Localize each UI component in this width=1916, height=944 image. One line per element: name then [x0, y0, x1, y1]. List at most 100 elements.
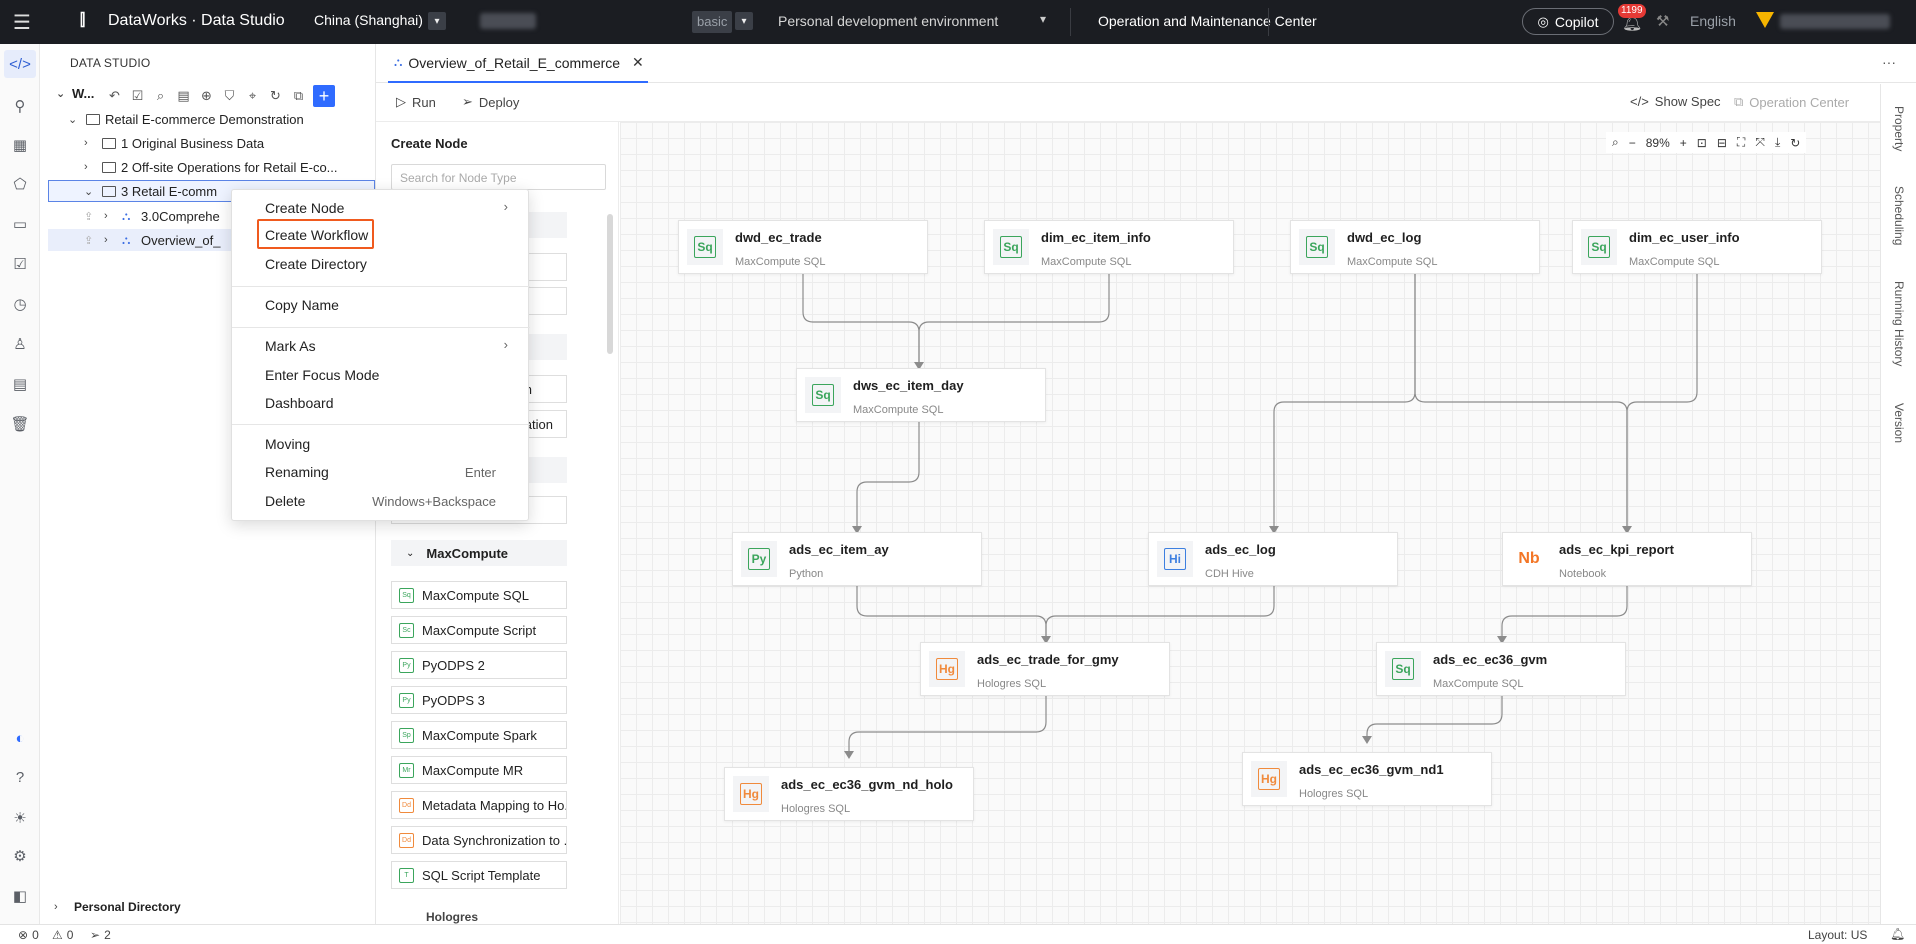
- warning-status[interactable]: ⚠0: [52, 928, 73, 942]
- workflow-node[interactable]: Py ads_ec_item_ay Python: [732, 532, 982, 586]
- menu-item-create-node[interactable]: Create Node: [265, 200, 345, 216]
- workflow-node[interactable]: Nb ads_ec_kpi_report Notebook: [1502, 532, 1752, 586]
- document-search-icon[interactable]: ▤: [177, 88, 190, 103]
- region-dropdown-icon[interactable]: ▾: [428, 12, 446, 30]
- tag-icon[interactable]: ⌖: [248, 88, 257, 103]
- personal-directory[interactable]: › Personal Directory: [54, 900, 181, 914]
- workflow-node[interactable]: Hg ads_ec_ec36_gvm_nd_holo Hologres SQL: [724, 767, 974, 821]
- workflow-node[interactable]: Sq dws_ec_item_day MaxCompute SQL: [796, 368, 1046, 422]
- menu-item-moving[interactable]: Moving: [265, 436, 311, 452]
- component-icon[interactable]: ⬠: [13, 176, 27, 193]
- check-list-icon[interactable]: ☑: [131, 88, 144, 103]
- workflow-node[interactable]: Hg ads_ec_trade_for_gmy Hologres SQL: [920, 642, 1170, 696]
- environment-dropdown-icon[interactable]: ▾: [1040, 12, 1047, 26]
- chevron-right-icon[interactable]: ›: [104, 234, 108, 246]
- fullscreen-icon[interactable]: ⛶: [1736, 135, 1746, 149]
- show-spec-button[interactable]: </> Show Spec: [1630, 94, 1721, 109]
- node-type-search-input[interactable]: Search for Node Type: [391, 164, 606, 190]
- menu-item-create-workflow[interactable]: Create Workflow: [265, 227, 369, 243]
- menu-item-delete[interactable]: Delete: [265, 493, 306, 509]
- search-icon[interactable]: ⌕: [1612, 135, 1619, 149]
- fit-view-icon[interactable]: ⊟: [1716, 135, 1727, 150]
- mode-dropdown-icon[interactable]: ▾: [735, 12, 753, 30]
- auto-layout-icon[interactable]: ⤧: [1755, 135, 1765, 149]
- task-check-icon[interactable]: ☑: [13, 256, 27, 273]
- menu-item-renaming[interactable]: Renaming: [265, 464, 329, 480]
- workflow-node[interactable]: Sq ads_ec_ec36_gvm MaxCompute SQL: [1376, 642, 1626, 696]
- language-selector[interactable]: English: [1690, 13, 1736, 29]
- chevron-down-icon[interactable]: ⌄: [84, 185, 94, 198]
- workspace-name-redacted[interactable]: [480, 13, 536, 29]
- download-icon[interactable]: ⤓: [1774, 135, 1781, 149]
- tree-item-comprehensive-workflow[interactable]: ⇪ › ⛬ 3.0Comprehe: [84, 205, 220, 227]
- palette-item-maxcompute-mr[interactable]: Mr MaxCompute MR: [391, 756, 567, 784]
- zoom-in-icon[interactable]: +: [1679, 135, 1687, 150]
- workflow-node[interactable]: Hg ads_ec_ec36_gvm_nd1 Hologres SQL: [1242, 752, 1492, 806]
- chevron-right-icon[interactable]: ›: [104, 210, 108, 222]
- workflow-node[interactable]: Sq dwd_ec_trade MaxCompute SQL: [678, 220, 928, 274]
- chevron-down-icon[interactable]: ⌄: [68, 113, 78, 126]
- tree-item-overview-workflow[interactable]: ⇪ › ⛬ Overview_of_: [84, 229, 220, 251]
- menu-item-create-directory[interactable]: Create Directory: [265, 256, 367, 272]
- notification-bell-icon[interactable]: 🔔︎: [1622, 15, 1643, 32]
- keyboard-layout[interactable]: Layout: US: [1808, 928, 1868, 942]
- menu-icon[interactable]: ☰: [13, 11, 31, 34]
- undo-icon[interactable]: ↶: [109, 88, 120, 103]
- workflow-node[interactable]: Sq dwd_ec_log MaxCompute SQL: [1290, 220, 1540, 274]
- palette-item-maxcompute-sql[interactable]: Sq MaxCompute SQL: [391, 581, 567, 609]
- collapse-panel-icon[interactable]: ◧: [12, 888, 28, 905]
- chevron-right-icon[interactable]: ›: [54, 901, 58, 913]
- locate-icon[interactable]: ⊕: [201, 88, 212, 103]
- add-icon[interactable]: +: [313, 85, 335, 107]
- user-account-redacted[interactable]: [1780, 14, 1890, 29]
- data-development-icon[interactable]: </>: [4, 50, 36, 78]
- palette-group-maxcompute[interactable]: ⌄ MaxCompute: [391, 540, 567, 566]
- tab-property[interactable]: Property: [1892, 106, 1906, 152]
- data-map-icon[interactable]: ⚲: [14, 98, 26, 115]
- refresh-icon[interactable]: ↻: [270, 88, 281, 103]
- workflow-node[interactable]: Sq dim_ec_user_info MaxCompute SQL: [1572, 220, 1822, 274]
- menu-item-dashboard[interactable]: Dashboard: [265, 395, 334, 411]
- tree-item-original-business-data[interactable]: › 1 Original Business Data: [84, 132, 264, 154]
- palette-group-hologres[interactable]: Hologres: [426, 910, 479, 924]
- close-icon[interactable]: ✕: [632, 54, 644, 70]
- actual-size-icon[interactable]: ⊡: [1696, 135, 1707, 150]
- run-button[interactable]: ▷ Run: [396, 94, 436, 110]
- palette-item-maxcompute-spark[interactable]: Sp MaxCompute Spark: [391, 721, 567, 749]
- tools-icon[interactable]: ⚒: [1656, 13, 1670, 30]
- workspace-tree-header[interactable]: ⌄ W...: [56, 86, 94, 101]
- palette-item-pyodps3[interactable]: Py PyODPS 3: [391, 686, 567, 714]
- deploy-status[interactable]: ➢2: [90, 928, 111, 942]
- console-icon[interactable]: ▤: [12, 376, 28, 393]
- region-selector[interactable]: China (Shanghai): [314, 12, 423, 28]
- palette-item-metadata-mapping[interactable]: Dd Metadata Mapping to Ho...: [391, 791, 567, 819]
- error-status[interactable]: ⊗0: [18, 928, 39, 942]
- palette-item-sql-script-template[interactable]: T SQL Script Template: [391, 861, 567, 889]
- notification-bell-icon[interactable]: 🔔︎: [1890, 927, 1906, 941]
- tab-version[interactable]: Version: [1892, 402, 1906, 444]
- filter-icon[interactable]: ⛉: [224, 88, 235, 103]
- copilot-rail-icon[interactable]: ◐: [15, 729, 25, 747]
- tree-item-retail-ecommerce-demo[interactable]: ⌄ Retail E-commerce Demonstration: [68, 108, 304, 130]
- tab-overview-retail[interactable]: ⛬ Overview_of_Retail_E_commerce ✕: [388, 44, 648, 83]
- tab-running-history[interactable]: Running History: [1892, 281, 1906, 367]
- workflow-node[interactable]: Sq dim_ec_item_info MaxCompute SQL: [984, 220, 1234, 274]
- help-icon[interactable]: ?: [15, 768, 25, 786]
- chevron-right-icon[interactable]: ›: [84, 137, 88, 149]
- workflow-node[interactable]: Hi ads_ec_log CDH Hive: [1148, 532, 1398, 586]
- tree-item-offsite-operations[interactable]: › 2 Off-site Operations for Retail E-co.…: [84, 156, 338, 178]
- menu-item-copy-name[interactable]: Copy Name: [265, 297, 339, 313]
- palette-item-pyodps2[interactable]: Py PyODPS 2: [391, 651, 567, 679]
- palette-item-maxcompute-script[interactable]: Sc MaxCompute Script: [391, 616, 567, 644]
- menu-item-mark-as[interactable]: Mark As: [265, 338, 316, 354]
- collapse-all-icon[interactable]: ⧉: [293, 88, 304, 103]
- palette-scrollbar[interactable]: [607, 214, 613, 354]
- environment-selector[interactable]: Personal development environment: [778, 13, 999, 29]
- folder-icon[interactable]: ▭: [12, 216, 28, 233]
- copilot-button[interactable]: ◎ Copilot: [1522, 8, 1614, 35]
- tab-scheduling[interactable]: Scheduling: [1892, 186, 1906, 246]
- refresh-icon[interactable]: ↻: [1790, 135, 1801, 150]
- tree-item-retail-ecommerce[interactable]: ⌄ 3 Retail E-comm: [84, 180, 217, 202]
- settings-icon[interactable]: ⚙: [13, 848, 27, 865]
- user-icon[interactable]: ♙: [13, 336, 27, 353]
